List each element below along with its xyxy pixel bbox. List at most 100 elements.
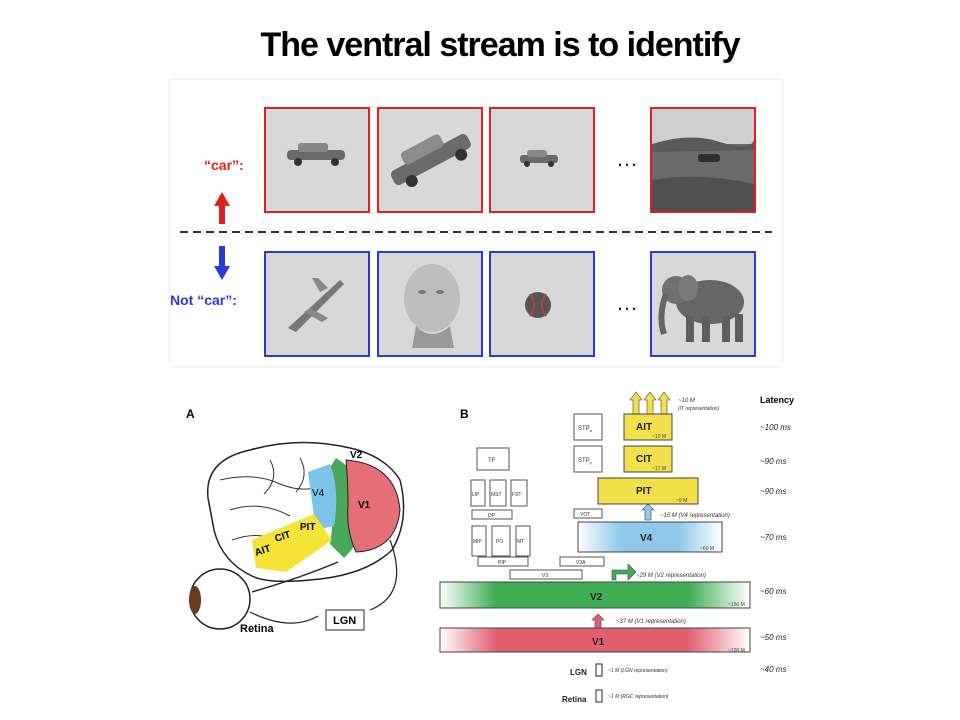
car-row-ellipsis: … — [616, 146, 638, 171]
airplane-image — [288, 278, 344, 332]
annotation-v1: ~37 M (V1 representation) — [616, 619, 686, 625]
down-arrow-icon — [214, 246, 230, 280]
v1-size: ~190 M — [728, 648, 745, 654]
box-stpa — [573, 413, 603, 441]
latency-v2: ~60 ms — [760, 587, 786, 596]
retina-stage-label: Retina — [562, 695, 587, 704]
ait-size: ~10 M — [652, 434, 666, 440]
annotation-it-sub: (IT representation) — [678, 406, 719, 412]
pathway-arrow-it — [251, 561, 339, 593]
it-region — [252, 514, 332, 572]
label-ait: AIT — [254, 543, 273, 558]
label-dp: DP — [488, 513, 496, 519]
page-title: The ventral stream is to identify — [260, 26, 740, 64]
cit-size: ~17 M — [652, 466, 666, 472]
box-mt — [515, 525, 531, 557]
v4-label: V4 — [640, 533, 653, 544]
lgn-box — [325, 609, 365, 631]
latency-cit: ~90 ms — [760, 457, 786, 466]
label-pip: PIP — [498, 560, 507, 566]
latency-pit: ~90 ms — [760, 487, 786, 496]
box-po — [491, 525, 511, 557]
box-stpp — [573, 445, 603, 473]
v4-region — [308, 464, 337, 530]
annotation-rgc: ~1 M (RGC representation) — [608, 694, 669, 700]
v4-size: ~60 M — [700, 546, 714, 552]
label-pit: PIT — [300, 522, 316, 533]
box-v3 — [509, 569, 583, 580]
elephant-image — [658, 275, 744, 342]
box-dp — [471, 509, 513, 520]
car-image-2 — [390, 134, 471, 188]
pit-box — [597, 477, 699, 505]
v2-label: V2 — [590, 592, 603, 603]
box-lip — [470, 479, 486, 507]
v2-size: ~150 M — [728, 602, 745, 608]
panel-a-letter: A — [186, 407, 195, 421]
box-pip — [477, 556, 529, 567]
identification-example-panel: … “car”: Not “car”: — [170, 80, 782, 366]
anatomy-diagram: A V2 V4 V1 PIT CIT AIT LGN Retina B La — [186, 391, 794, 704]
notcar-row-ellipsis: … — [616, 290, 638, 315]
v2-arrow — [611, 563, 637, 581]
label-po: PO — [496, 539, 503, 545]
identification-example-figure: … “car”: Not “car”: — [170, 107, 772, 357]
car-image-3 — [520, 150, 558, 167]
v4-box — [577, 521, 723, 553]
annotation-lgn: ~1 M (LGN representation) — [608, 668, 668, 674]
label-vot: VOT — [580, 512, 590, 518]
latency-header: Latency — [760, 395, 794, 405]
latency-lgn: ~40 ms — [760, 665, 786, 674]
retina-arrow — [595, 689, 603, 703]
car-image-1 — [287, 143, 345, 166]
lgn-label: LGN — [333, 615, 356, 627]
annotation-it: ~10 M — [678, 398, 695, 404]
ball-image — [525, 292, 551, 318]
v2-box — [439, 581, 751, 609]
eye-icon — [189, 568, 251, 630]
up-arrow-icon — [214, 192, 230, 224]
annotation-v2: ~29 M (V2 representation) — [636, 573, 706, 579]
box-mip — [471, 525, 487, 557]
box-mst — [489, 479, 507, 507]
v1-label: V1 — [592, 637, 605, 648]
label-fst: FST — [512, 492, 521, 498]
v1-region — [345, 459, 401, 553]
not-car-label: Not “car”: — [170, 292, 237, 308]
pit-size: ~9 M — [676, 498, 687, 504]
pit-label: PIT — [636, 486, 652, 497]
car-label: “car”: — [204, 157, 244, 173]
annotation-v4: ~15 M (V4 representation) — [660, 513, 730, 519]
label-cit: CIT — [274, 529, 293, 544]
panel-b-letter: B — [460, 407, 469, 421]
box-vot — [573, 508, 603, 519]
cit-box — [623, 445, 673, 473]
label-lip: LIP — [472, 492, 480, 498]
it-output-arrows — [629, 391, 671, 415]
box-fst — [510, 479, 528, 507]
label-mt: MT — [517, 539, 524, 545]
label-v3a: V3A — [576, 560, 586, 566]
lgn-stage-label: LGN — [570, 668, 587, 677]
landscape-car-image — [652, 109, 754, 211]
retina-to-lgn-arrow — [249, 611, 319, 624]
label-stpp: STPp — [578, 458, 593, 465]
label-mst: MST — [491, 492, 502, 498]
ventral-stream-anatomy: A V2 V4 V1 PIT CIT AIT LGN Retina B La — [160, 380, 810, 720]
lgn-arrow — [595, 663, 603, 677]
label-tf: TF — [488, 458, 496, 464]
v4-arrow — [641, 503, 655, 521]
ait-label: AIT — [636, 422, 652, 433]
box-v3a — [559, 556, 605, 567]
cit-label: CIT — [636, 454, 652, 465]
latency-ait: ~100 ms — [760, 423, 791, 432]
v1-arrow — [591, 613, 605, 629]
label-stpa: STPa — [578, 426, 593, 433]
label-v4: V4 — [312, 488, 325, 499]
face-image — [404, 264, 460, 348]
ait-box — [623, 413, 673, 441]
label-v1: V1 — [358, 500, 371, 511]
label-v3: V3 — [542, 573, 548, 579]
box-tf — [476, 447, 510, 471]
retina-label: Retina — [240, 623, 275, 635]
